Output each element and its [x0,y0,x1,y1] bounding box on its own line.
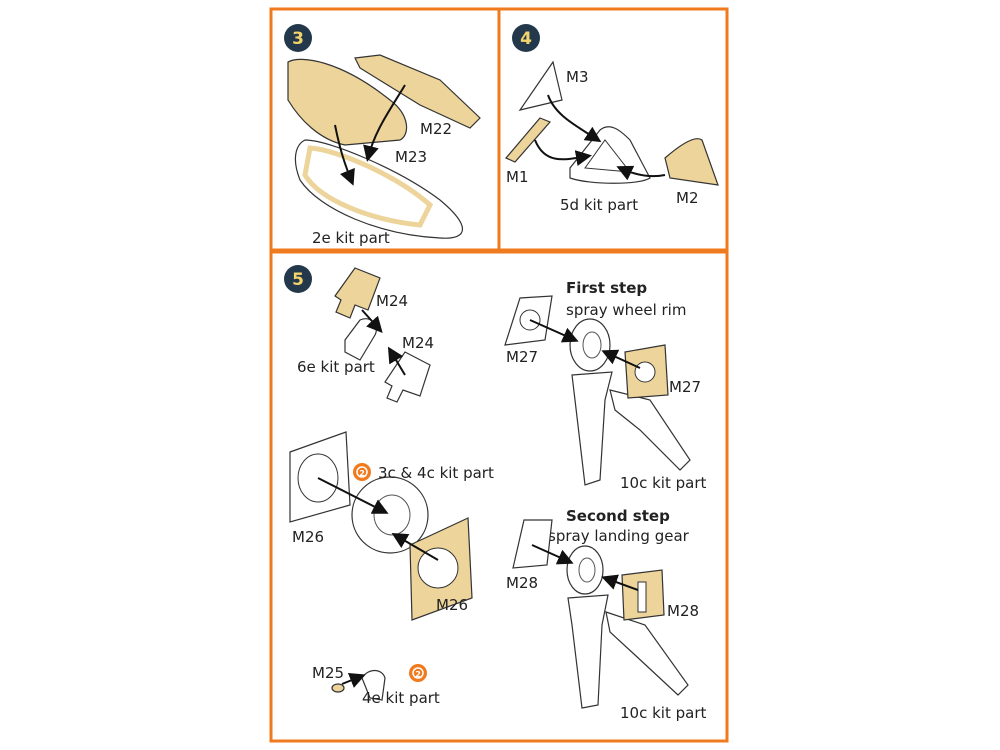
step-badge-3 [284,24,312,52]
mask-m24-bottom [384,351,431,403]
label-m27-right: M27 [669,378,701,396]
svg-text:2: 2 [415,670,421,679]
panel-frames [269,7,729,743]
step-number: 4 [520,29,532,49]
canopy-part [294,139,464,239]
label-m27-left: M27 [506,348,538,366]
svg-text:2: 2 [359,469,365,478]
step-number: 5 [292,270,304,290]
second-step-title: Second step [566,507,670,525]
label-m3: M3 [566,68,589,86]
kit-part-6e [344,318,377,361]
label-m22: M22 [420,120,452,138]
mask-m22 [354,54,481,129]
label-m2: M2 [676,189,699,207]
label-kit-3c-4c: 3c & 4c kit part [378,464,494,482]
first-step-title: First step [566,279,647,297]
step-badge-4 [512,24,540,52]
label-kit-10c-first: 10c kit part [620,474,706,492]
kit-part-10c-a [571,371,613,486]
label-m28-left: M28 [506,574,538,592]
label-m26-right: M26 [436,596,468,614]
label-kit-part: 5d kit part [560,196,638,214]
second-step-subtitle: spray landing gear [548,527,690,545]
mask-m3 [518,60,563,111]
mask-m1 [505,117,552,163]
label-kit-4e: 4e kit part [362,689,440,707]
panel-step-4 [497,7,729,252]
airbrush-icon: 2 [409,664,427,682]
label-m24-bottom: M24 [402,334,434,352]
panel-step-5 [269,250,729,743]
airbrush-icon: 2 [353,463,371,481]
mask-m25 [331,683,345,693]
label-kit-part: 2e kit part [312,229,390,247]
step-4: 4 M3 M1 M2 5d kit part [505,24,719,214]
label-kit-6e: 6e kit part [297,358,375,376]
step-3: 5 3 M22 M23 2e kit part [284,24,481,247]
step-5: 5 M24 M24 6e kit part 2 3c & 4c kit part… [284,265,706,722]
mask-m23 [287,58,408,146]
label-m28-right: M28 [667,602,699,620]
step-badge-5 [284,265,312,293]
mask-m28-white [512,519,553,569]
label-m23: M23 [395,148,427,166]
step-number: 3 [292,29,304,49]
label-m26-left: M26 [292,528,324,546]
label-m1: M1 [506,168,529,186]
mask-m24-top [334,267,381,319]
label-m25: M25 [312,664,344,682]
label-m24-top: M24 [376,292,408,310]
first-step-subtitle: spray wheel rim [566,301,686,319]
mask-m2 [664,138,719,186]
label-kit-10c-second: 10c kit part [620,704,706,722]
kit-part-10c-b [567,594,609,709]
